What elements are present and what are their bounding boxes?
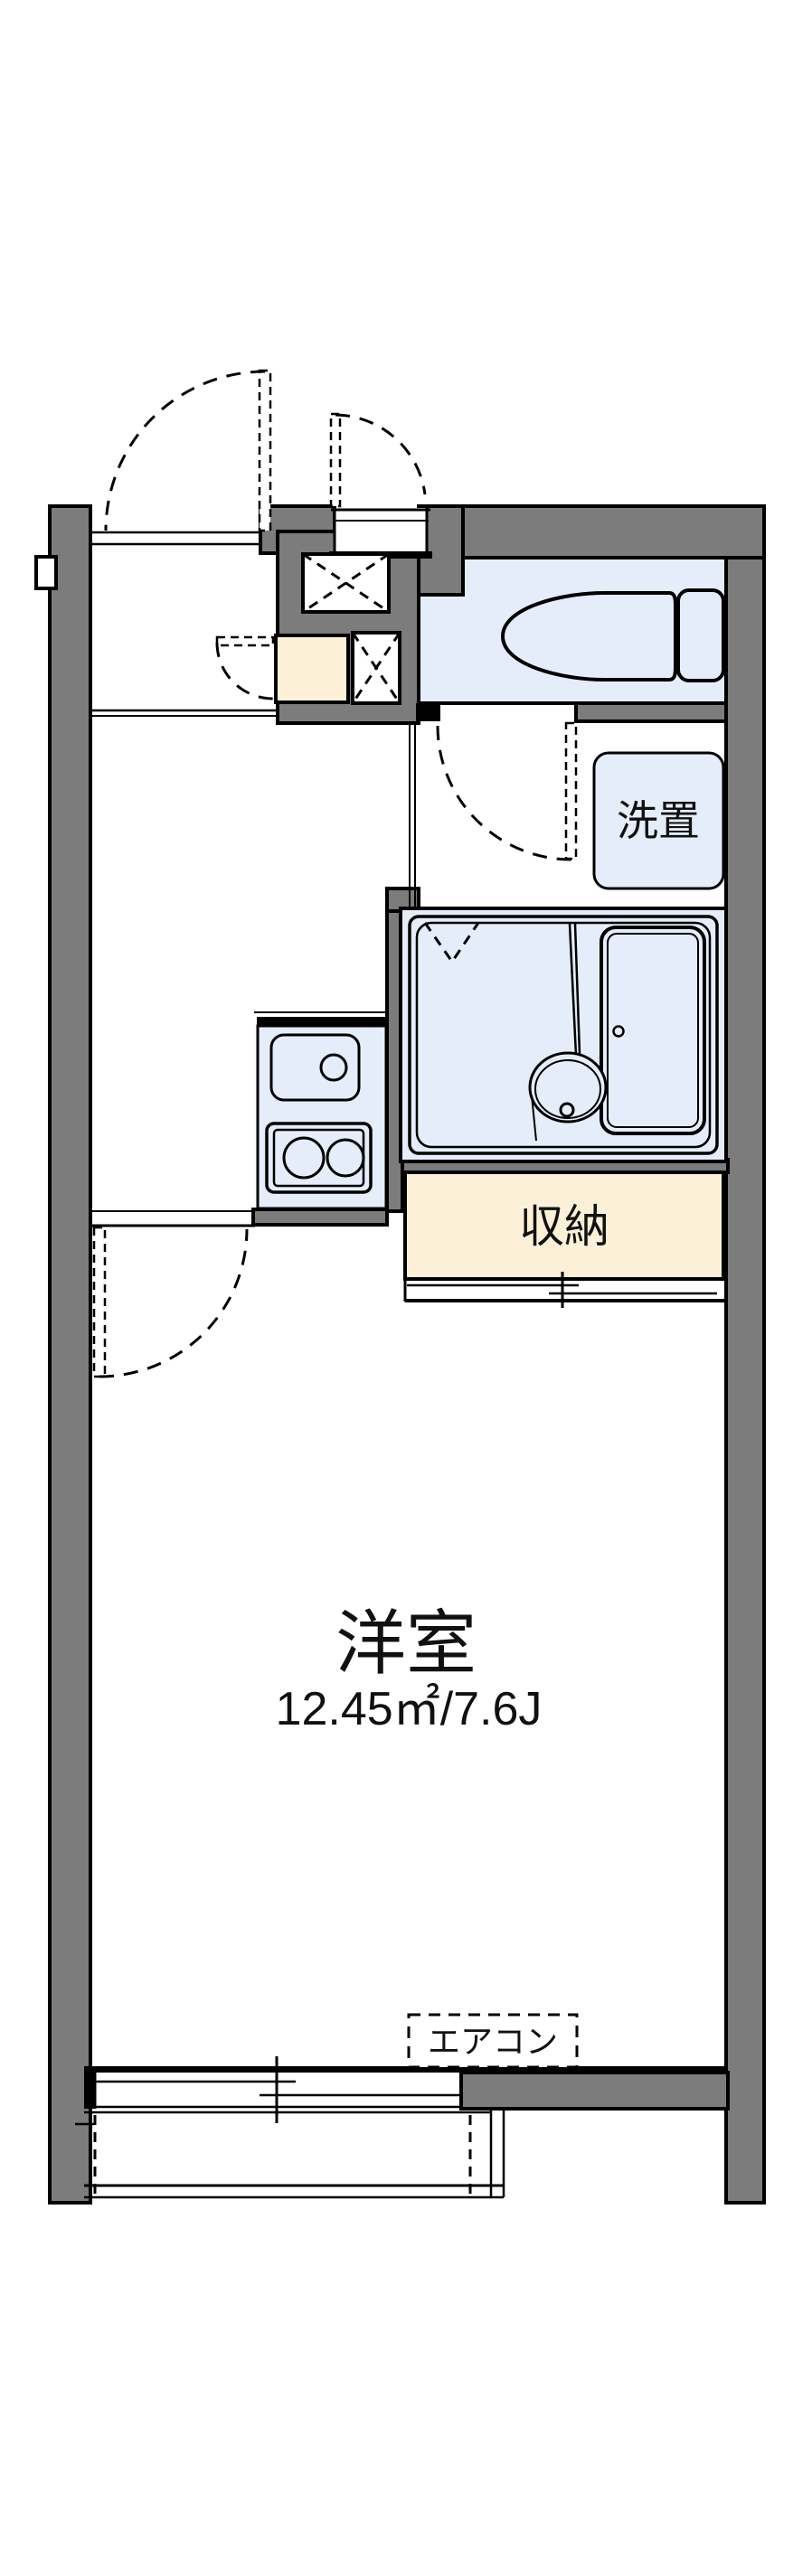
washroom: 洗置 (409, 721, 725, 908)
basin-bowl-outer (528, 1051, 608, 1123)
shoe-cabinet (274, 634, 350, 704)
kitchen-sink-icon (269, 1033, 361, 1102)
meter-box-lower (351, 631, 401, 705)
wall-top-right (417, 504, 766, 559)
basin-faucet-line-1 (568, 923, 578, 1057)
main-room-door-swing (90, 1210, 255, 1378)
balcony (75, 2110, 505, 2201)
aircon-box: エアコン (407, 2013, 579, 2069)
stove-burner-left (282, 1136, 326, 1180)
wall-right (724, 504, 766, 2205)
washstand-outline (592, 751, 725, 890)
bathroom (399, 907, 728, 1163)
bathtub-icon (600, 926, 706, 1135)
washstand-unit: 洗置 (592, 751, 725, 890)
toilet-tank (676, 588, 725, 682)
bathroom-inner-border-2 (415, 921, 712, 1149)
main-room-label: 洋室 (335, 1603, 477, 1683)
meter-box-lower-x2 (351, 632, 401, 704)
shoe-cabinet-door-arc (215, 642, 274, 700)
wall-bottom-room-line (84, 2066, 728, 2073)
window-left-jamb (84, 2066, 95, 2109)
aircon-label: エアコン (428, 2023, 558, 2060)
main-room: 洋室 12.45㎡/7.6J (276, 1603, 543, 1735)
entrance-area (90, 508, 432, 717)
meter-box-upper (301, 552, 391, 614)
sliding-window (93, 2056, 463, 2123)
kitchen-stove-icon (265, 1122, 373, 1194)
washroom-door-arc (436, 725, 572, 861)
washroom-door-swing (436, 721, 578, 861)
wall-bottom-band (459, 2071, 730, 2111)
entrance-door-swing (90, 369, 272, 546)
main-door-arc (99, 1228, 249, 1378)
aircon-outline (407, 2013, 579, 2069)
stove-burner-right (326, 1138, 365, 1178)
basin-bowl-inner (534, 1059, 601, 1119)
basin-drain (559, 1102, 575, 1118)
bathtub-outline (600, 926, 706, 1135)
toilet-room (417, 556, 728, 705)
bathtub-knob (612, 1025, 625, 1038)
wall-left-vent-notch (34, 555, 58, 590)
washroom-door-leaf (564, 721, 578, 860)
storage-closet: 収納 (403, 1170, 728, 1308)
bath-basin-icon (528, 923, 608, 1142)
wall-toilet-bottom-band (574, 701, 728, 723)
storage-sliding-door (403, 1272, 728, 1308)
niche-door-leaf (329, 412, 342, 508)
walls (34, 504, 766, 2205)
bathroom-inner-border-1 (408, 915, 719, 1155)
kitchen-counter-edge (257, 1017, 388, 1026)
entrance-door-arc (104, 370, 266, 531)
toilet-bowl (500, 591, 677, 682)
kitchen-unit (254, 1011, 388, 1210)
shoe-cabinet-door-leaf (215, 635, 275, 647)
entrance-door-leaf (258, 369, 272, 532)
main-room-area-label: 12.45㎡/7.6J (276, 1682, 543, 1735)
storage-floor (403, 1170, 725, 1281)
niche-floor (335, 508, 428, 555)
bathtub-inner (607, 933, 699, 1128)
basin-faucet-line-2 (573, 923, 581, 1055)
shoe-cabinet-door-swing (215, 635, 275, 700)
basin-tray-line (531, 1095, 537, 1142)
wall-kitchen-bottom-band (251, 1208, 389, 1227)
meter-niche (329, 508, 432, 559)
meter-box-upper-x2 (302, 552, 390, 614)
kitchen-faucet (319, 1053, 348, 1082)
main-door-leaf (92, 1226, 107, 1378)
kitchen-body (256, 1024, 388, 1210)
niche-door-swing (329, 412, 427, 508)
wall-left (48, 504, 92, 2205)
stove-outline (265, 1122, 373, 1194)
washstand-label: 洗置 (617, 797, 700, 844)
kitchen-sink (269, 1033, 361, 1102)
storage-label: 収納 (519, 1201, 609, 1252)
toilet-icon (500, 588, 725, 682)
wall-toilet-doorjamb (416, 703, 440, 721)
